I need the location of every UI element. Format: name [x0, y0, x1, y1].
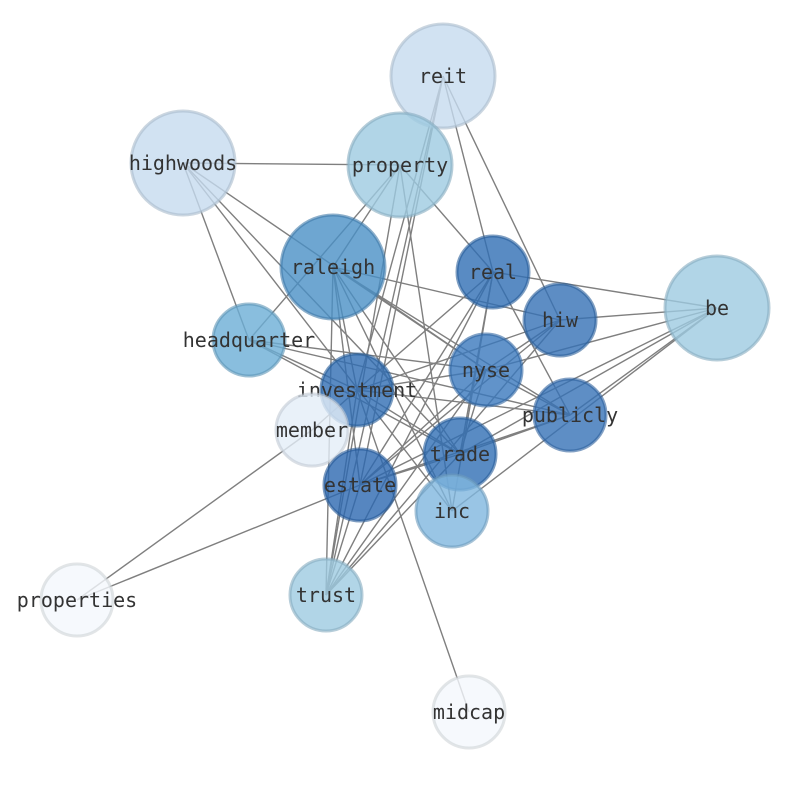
node-label-highwoods: highwoods	[129, 151, 237, 175]
node-label-property: property	[352, 153, 448, 177]
node-circle-nyse	[448, 332, 524, 408]
node-highwoods: highwoods	[129, 109, 237, 217]
node-circle-midcap	[431, 674, 507, 750]
node-circle-headquarter	[211, 302, 287, 378]
node-trust: trust	[288, 557, 364, 633]
node-label-reit: reit	[419, 64, 467, 88]
edge-estate-properties	[76, 484, 361, 601]
node-circle-publicly	[532, 377, 608, 453]
node-label-headquarter: headquarter	[183, 328, 315, 352]
node-label-nyse: nyse	[462, 358, 510, 382]
node-circle-property	[346, 111, 454, 219]
node-trade: trade	[422, 416, 498, 492]
node-member: member	[274, 392, 350, 468]
node-label-real: real	[469, 260, 517, 284]
node-circle-reit	[389, 22, 497, 130]
node-label-estate: estate	[324, 473, 396, 497]
node-be: be	[663, 254, 771, 362]
node-midcap: midcap	[431, 674, 507, 750]
edge-member-properties	[76, 429, 313, 601]
node-label-raleigh: raleigh	[291, 255, 375, 279]
edge-headquarter-publicly	[248, 339, 571, 416]
node-headquarter: headquarter	[183, 302, 315, 378]
node-layer: reit highwoods property raleigh real hiw be hea…	[17, 22, 771, 750]
node-estate: estate	[322, 447, 398, 523]
node-circle-properties	[39, 562, 115, 638]
node-circle-member	[274, 392, 350, 468]
node-circle-highwoods	[129, 109, 237, 217]
node-circle-real	[455, 234, 531, 310]
node-circle-inc	[414, 473, 490, 549]
node-label-hiw: hiw	[542, 308, 579, 332]
node-properties: properties	[17, 562, 137, 638]
node-label-midcap: midcap	[433, 700, 505, 724]
edge-real-trust	[325, 271, 494, 596]
node-circle-hiw	[522, 282, 598, 358]
node-circle-estate	[322, 447, 398, 523]
node-real: real	[455, 234, 531, 310]
node-publicly: publicly	[522, 377, 618, 453]
node-label-be: be	[705, 296, 729, 320]
node-inc: inc	[414, 473, 490, 549]
node-hiw: hiw	[522, 282, 598, 358]
node-raleigh: raleigh	[279, 213, 387, 321]
edge-highwoods-inc	[182, 162, 453, 512]
node-reit: reit	[389, 22, 497, 130]
node-circle-be	[663, 254, 771, 362]
edge-nyse-trust	[325, 369, 487, 596]
edge-real-estate	[359, 271, 494, 486]
edge-investment-midcap	[356, 389, 470, 713]
node-label-properties: properties	[17, 588, 137, 612]
node-circle-raleigh	[279, 213, 387, 321]
node-label-publicly: publicly	[522, 403, 618, 427]
node-label-inc: inc	[434, 499, 470, 523]
node-label-trade: trade	[430, 442, 490, 466]
node-nyse: nyse	[448, 332, 524, 408]
node-circle-trust	[288, 557, 364, 633]
node-label-trust: trust	[296, 583, 356, 607]
node-label-member: member	[276, 418, 348, 442]
node-property: property	[346, 111, 454, 219]
